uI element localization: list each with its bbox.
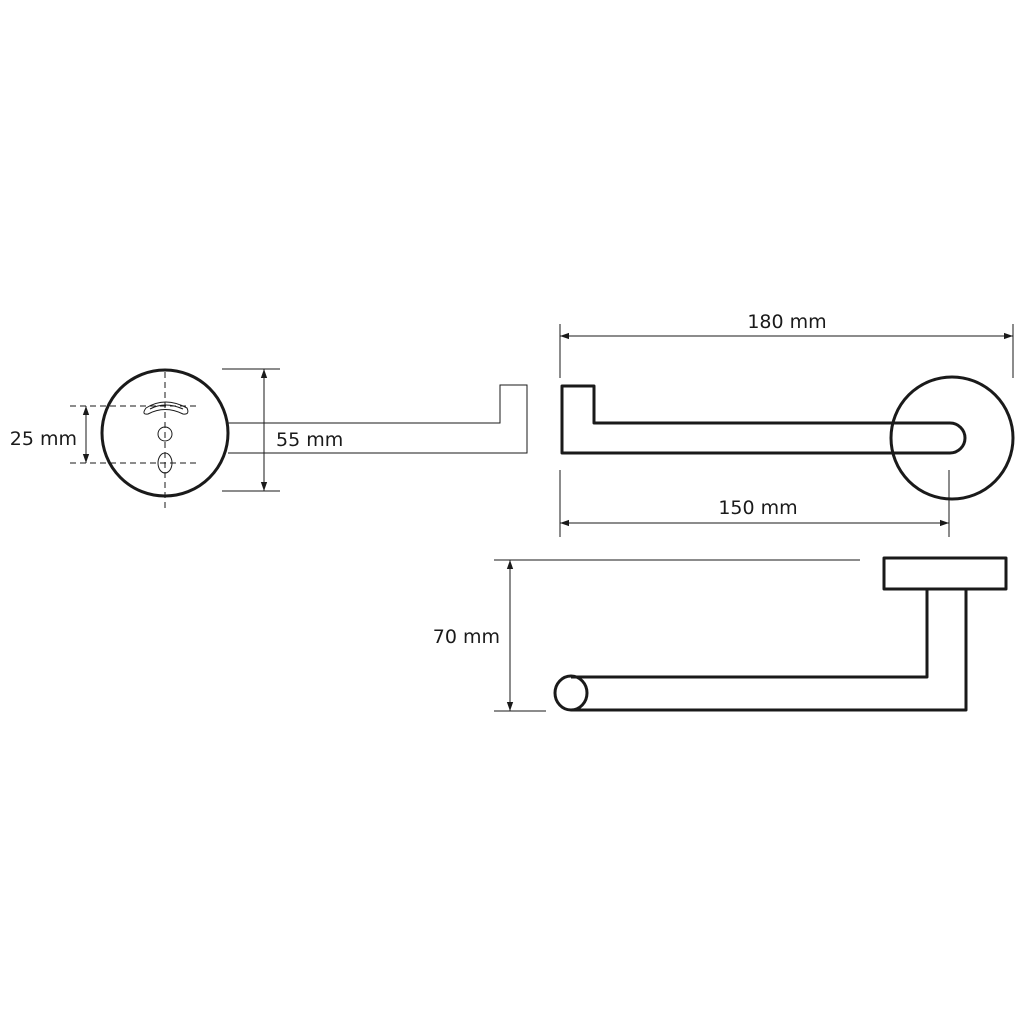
rosette-top: [889, 375, 1015, 501]
arm-elevation: [571, 589, 968, 712]
side-view: 25 mm 55 mm: [10, 368, 528, 510]
oval-hole-icon: [157, 452, 173, 474]
dim-label-projection: 55 mm: [276, 429, 343, 451]
end-cap: [553, 674, 589, 712]
screw-hole-icon: [157, 426, 173, 442]
arm-top: [560, 384, 967, 455]
wall-plate: [882, 556, 1008, 591]
mounting-slot-inner: [149, 404, 184, 410]
elevation-view: 70 mm: [433, 556, 1008, 712]
dim-label-height: 70 mm: [433, 626, 500, 648]
mounting-slot-icon: [143, 401, 189, 415]
dim-label-mount-spacing: 25 mm: [10, 428, 77, 450]
dim-label-overall: 180 mm: [747, 311, 826, 333]
top-view: 180 mm 150 mm: [559, 311, 1015, 537]
arm-side: [228, 384, 528, 454]
dim-label-arm: 150 mm: [718, 497, 797, 519]
